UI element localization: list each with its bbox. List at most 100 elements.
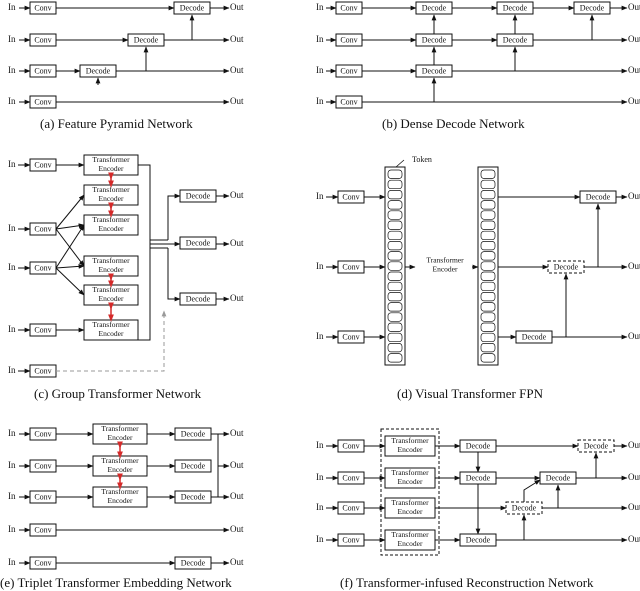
- input-label: In: [316, 534, 324, 544]
- token-cell: [387, 230, 403, 241]
- token-cell: [387, 343, 403, 353]
- conv-block-label: Conv: [342, 535, 359, 544]
- token-cell: [480, 241, 496, 251]
- input-label: In: [8, 491, 16, 501]
- decode-block-label: Decode: [422, 3, 447, 12]
- transformer-encoder-label-top: Transformer: [426, 256, 464, 265]
- input-label: In: [8, 65, 16, 75]
- conv-block-label: Conv: [34, 97, 51, 106]
- transformer-encoder-label-bottom: Encoder: [99, 294, 124, 303]
- input-label: In: [316, 502, 324, 512]
- decode-block-label: Decode: [180, 3, 205, 12]
- decode-block-label: Decode: [554, 262, 579, 271]
- output-label: Out: [230, 2, 244, 12]
- connector-path: [55, 263, 85, 269]
- decode-block-label: Decode: [181, 492, 206, 501]
- token-cell: [387, 200, 403, 210]
- transformer-encoder-label-bottom: Encoder: [99, 194, 124, 203]
- token-cell: [387, 210, 403, 220]
- token-cell: [387, 312, 403, 322]
- output-label: Out: [230, 190, 244, 200]
- connector-path: [55, 194, 85, 230]
- caption-d: (d) Visual Transformer FPN: [397, 386, 543, 401]
- input-label: In: [8, 159, 16, 169]
- conv-block-label: Conv: [342, 262, 359, 271]
- output-label: Out: [230, 96, 244, 106]
- token-cell: [387, 169, 403, 179]
- input-label: In: [8, 365, 16, 375]
- transformer-encoder-label-bottom: Encoder: [108, 433, 133, 442]
- transformer-encoder-label-bottom: Encoder: [99, 164, 124, 173]
- input-label: In: [316, 65, 324, 75]
- token-cell: [480, 251, 496, 261]
- connector-path: [55, 267, 85, 296]
- input-label: In: [8, 557, 16, 567]
- transformer-encoder-label-top: Transformer: [101, 456, 139, 465]
- token-cell: [480, 312, 496, 322]
- token-cell: [480, 220, 496, 230]
- transformer-encoder-label-top: Transformer: [92, 185, 130, 194]
- token-cell: [387, 271, 403, 281]
- input-label: In: [316, 191, 324, 201]
- transformer-encoder-label-top: Transformer: [92, 256, 130, 265]
- conv-block-label: Conv: [342, 192, 359, 201]
- input-label: In: [316, 34, 324, 44]
- token-cell: [480, 302, 496, 312]
- transformer-encoder-label-top: Transformer: [391, 436, 429, 445]
- decode-block-label: Decode: [522, 332, 547, 341]
- token-cell: [387, 190, 403, 200]
- input-label: In: [316, 472, 324, 482]
- output-label: Out: [230, 524, 244, 534]
- input-label: In: [8, 460, 16, 470]
- transformer-encoder-label-bottom: Encoder: [108, 496, 133, 505]
- decode-block-label: Decode: [186, 238, 211, 247]
- token-cell: [387, 220, 403, 230]
- input-label: In: [316, 2, 324, 12]
- output-label: Out: [628, 34, 640, 44]
- conv-block-label: Conv: [34, 66, 51, 75]
- conv-block-label: Conv: [34, 35, 51, 44]
- connector-path: [55, 223, 85, 230]
- output-label: Out: [628, 502, 640, 512]
- output-label: Out: [230, 460, 244, 470]
- output-label: Out: [230, 238, 244, 248]
- conv-block-label: Conv: [34, 492, 51, 501]
- token-cell: [480, 332, 496, 343]
- token-cell: [387, 179, 403, 190]
- merge-bracket: [211, 433, 219, 498]
- token-cell: [480, 210, 496, 220]
- token-cell: [387, 292, 403, 302]
- decode-block-label: Decode: [186, 191, 211, 200]
- conv-block-label: Conv: [340, 97, 357, 106]
- output-label: Out: [230, 34, 244, 44]
- transformer-encoder-label-bottom: Encoder: [433, 265, 458, 274]
- token-cell: [480, 322, 496, 332]
- decode-block-label: Decode: [466, 441, 491, 450]
- transformer-encoder-label-top: Transformer: [391, 498, 429, 507]
- output-label: Out: [628, 440, 640, 450]
- decode-block-label: Decode: [503, 3, 528, 12]
- connector-path: [55, 224, 85, 269]
- input-label: In: [8, 524, 16, 534]
- decode-block-label: Decode: [422, 66, 447, 75]
- caption-a: (a) Feature Pyramid Network: [40, 116, 193, 131]
- input-label: In: [8, 96, 16, 106]
- token-cell: [387, 261, 403, 271]
- output-label: Out: [628, 191, 640, 201]
- output-label: Out: [628, 96, 640, 106]
- caption-c: (c) Group Transformer Network: [34, 386, 202, 401]
- connector-path: [55, 228, 85, 267]
- token-cell: [387, 241, 403, 251]
- token-cell: [480, 292, 496, 302]
- conv-block-label: Conv: [34, 224, 51, 233]
- decode-block-label: Decode: [466, 473, 491, 482]
- conv-block-label: Conv: [34, 366, 51, 375]
- output-label: Out: [230, 293, 244, 303]
- decode-block-label: Decode: [134, 35, 159, 44]
- token-cell: [387, 353, 403, 363]
- input-label: In: [8, 223, 16, 233]
- token-cell: [387, 281, 403, 292]
- output-label: Out: [230, 557, 244, 567]
- transformer-encoder-label-top: Transformer: [92, 155, 130, 164]
